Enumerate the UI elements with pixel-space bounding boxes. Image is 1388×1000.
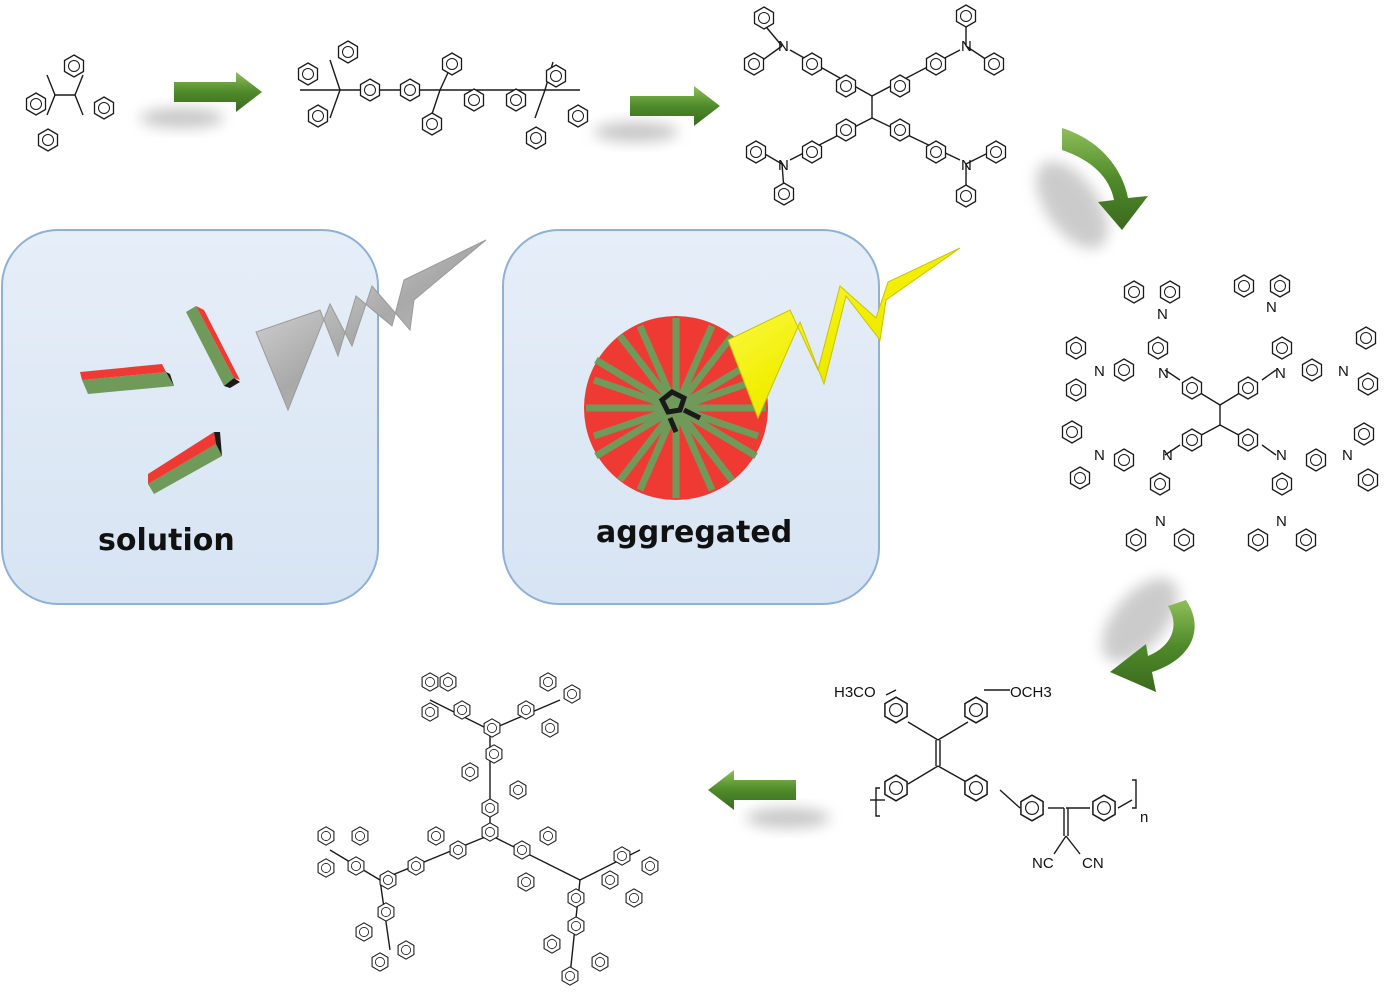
arrow-curved-2 [1102,578,1195,692]
carbazole-dendrimer-molecule: N N N N N N N N N N N N [1061,274,1379,552]
bis-tpe-molecule [297,40,589,150]
arrow-curved-1 [1036,128,1148,249]
cyano-left-label: NC [1032,855,1054,872]
gray-lightning-bolt [255,239,487,412]
aggregated-panel: aggregated [502,229,880,605]
carbazole-n-2: N [1266,299,1277,316]
amine-n-2: N [961,38,972,55]
arrow-right-1 [140,72,262,128]
methoxy-right-label: OCH3 [1010,684,1052,701]
solution-label: solution [98,523,235,558]
yellow-lightning-bolt [727,247,961,420]
carbazole-n-8: N [1162,447,1173,464]
methoxy-left-label: H3CO [834,684,876,701]
carbazole-n-9: N [1276,447,1287,464]
aggregated-label: aggregated [596,515,792,550]
carbazole-n-12: N [1276,513,1287,530]
rod-aggregate [584,316,768,500]
arrow-right-2 [594,86,720,142]
tpe-molecule [25,54,115,152]
carbazole-n-1: N [1157,306,1168,323]
carbazole-n-7: N [1094,447,1105,464]
carbazole-n-3: N [1094,363,1105,380]
solution-panel: solution [1,229,379,605]
rod-2 [186,306,240,388]
carbazole-n-10: N [1342,447,1353,464]
tpe-triphenylamine-molecule: N N N N [743,4,1007,208]
tpe-polymer-molecule: H3CO OCH3 NC CN n [834,684,1148,872]
carbazole-n-6: N [1338,363,1349,380]
carbazole-n-5: N [1275,365,1286,382]
repeat-subscript: n [1140,809,1148,826]
rod-3 [148,432,222,494]
hyperbranched-molecule [317,672,659,986]
carbazole-n-11: N [1155,513,1166,530]
cyano-right-label: CN [1082,855,1104,872]
carbazole-n-4: N [1158,365,1169,382]
amine-n-3: N [778,157,789,174]
amine-n-1: N [778,38,789,55]
rod-1 [80,364,174,394]
arrow-left [708,770,830,828]
amine-n-4: N [961,157,972,174]
